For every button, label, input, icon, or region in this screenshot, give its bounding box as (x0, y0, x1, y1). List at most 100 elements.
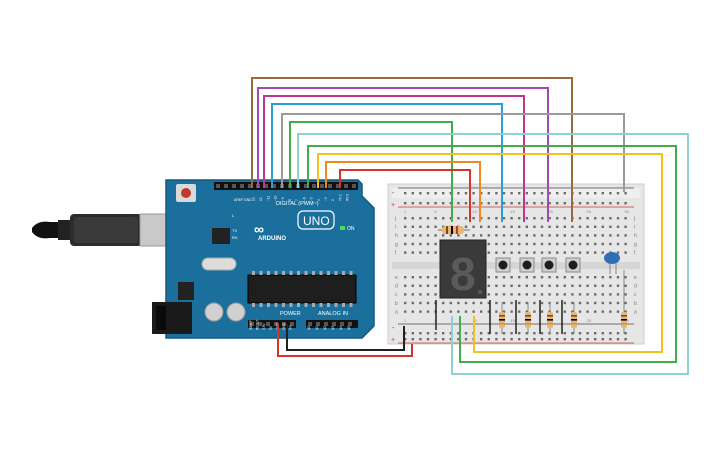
breadboard-hole[interactable] (578, 251, 582, 254)
breadboard-hole[interactable] (457, 332, 460, 335)
breadboard-hole[interactable] (578, 276, 582, 279)
breadboard-hole[interactable] (495, 310, 498, 313)
breadboard-hole[interactable] (601, 242, 604, 246)
wire-teal[interactable] (297, 133, 689, 375)
breadboard-hole[interactable] (502, 310, 506, 313)
breadboard-hole[interactable] (502, 217, 506, 220)
breadboard-hole[interactable] (540, 251, 544, 254)
breadboard-hole[interactable] (404, 284, 407, 287)
breadboard-hole[interactable] (487, 192, 490, 195)
breadboard-hole[interactable] (411, 242, 414, 246)
breadboard-hole[interactable] (533, 293, 536, 296)
breadboard-hole[interactable] (502, 251, 506, 254)
breadboard-hole[interactable] (502, 225, 506, 228)
breadboard-hole[interactable] (434, 217, 437, 220)
breadboard-hole[interactable] (556, 301, 559, 305)
breadboard-hole[interactable] (571, 251, 574, 254)
breadboard-hole[interactable] (419, 225, 422, 228)
breadboard-hole[interactable] (495, 251, 498, 254)
breadboard-hole[interactable] (586, 234, 589, 237)
breadboard-hole[interactable] (442, 192, 445, 195)
breadboard-hole[interactable] (449, 301, 452, 305)
breadboard-hole[interactable] (578, 242, 582, 246)
breadboard-hole[interactable] (616, 225, 620, 228)
breadboard-hole[interactable] (426, 338, 430, 341)
header-pin[interactable] (258, 322, 262, 326)
breadboard-hole[interactable] (556, 192, 559, 195)
wire-red-power[interactable] (277, 324, 413, 357)
breadboard-hole[interactable] (472, 202, 475, 205)
breadboard-hole[interactable] (434, 251, 437, 254)
breadboard-hole[interactable] (525, 293, 528, 296)
breadboard-hole[interactable] (601, 293, 604, 296)
wire-magenta[interactable] (263, 95, 525, 222)
breadboard-hole[interactable] (616, 301, 620, 305)
breadboard-hole[interactable] (472, 225, 475, 228)
breadboard-hole[interactable] (464, 225, 468, 228)
breadboard-hole[interactable] (442, 234, 445, 237)
header-pin[interactable] (248, 184, 252, 188)
breadboard-hole[interactable] (426, 293, 430, 296)
breadboard-hole[interactable] (601, 276, 604, 279)
breadboard-hole[interactable] (533, 284, 536, 287)
breadboard-hole[interactable] (601, 192, 604, 195)
breadboard-hole[interactable] (411, 192, 414, 195)
header-pin[interactable] (240, 184, 244, 188)
breadboard-hole[interactable] (487, 242, 490, 246)
breadboard-hole[interactable] (533, 225, 536, 228)
breadboard-hole[interactable] (426, 301, 430, 305)
breadboard-hole[interactable] (518, 234, 521, 237)
breadboard-hole[interactable] (404, 310, 407, 313)
breadboard-hole[interactable] (609, 338, 612, 341)
breadboard-hole[interactable] (449, 202, 452, 205)
breadboard-hole[interactable] (464, 234, 468, 237)
breadboard-hole[interactable] (594, 217, 597, 220)
breadboard-hole[interactable] (502, 192, 506, 195)
usb-cable-icon[interactable] (32, 213, 177, 247)
breadboard-hole[interactable] (594, 284, 597, 287)
breadboard-hole[interactable] (518, 310, 521, 313)
header-pin[interactable] (232, 184, 236, 188)
breadboard-hole[interactable] (556, 242, 559, 246)
breadboard-hole[interactable] (533, 276, 536, 279)
led-icon[interactable] (604, 252, 620, 274)
seven-segment-display-icon[interactable]: 8 (439, 239, 487, 300)
breadboard-hole[interactable] (556, 217, 559, 220)
breadboard-hole[interactable] (472, 217, 475, 220)
breadboard-hole[interactable] (404, 332, 407, 335)
breadboard-hole[interactable] (457, 338, 460, 341)
breadboard-hole[interactable] (616, 338, 620, 341)
wire-blue[interactable] (271, 103, 503, 222)
digital-header[interactable] (214, 182, 358, 190)
breadboard-hole[interactable] (502, 301, 506, 305)
breadboard-hole[interactable] (518, 225, 521, 228)
breadboard-hole[interactable] (419, 251, 422, 254)
breadboard-hole[interactable] (510, 234, 513, 237)
breadboard-hole[interactable] (411, 217, 414, 220)
header-pin[interactable] (352, 184, 356, 188)
breadboard-hole[interactable] (411, 234, 414, 237)
breadboard-hole[interactable] (434, 284, 437, 287)
resistor-icon[interactable] (525, 302, 531, 334)
breadboard-hole[interactable] (404, 338, 407, 341)
breadboard-hole[interactable] (624, 202, 627, 205)
breadboard-hole[interactable] (624, 251, 627, 254)
breadboard-hole[interactable] (540, 301, 544, 305)
breadboard-hole[interactable] (624, 242, 627, 246)
breadboard-hole[interactable] (419, 242, 422, 246)
breadboard-hole[interactable] (464, 217, 468, 220)
breadboard-hole[interactable] (419, 276, 422, 279)
header-pin[interactable] (224, 184, 228, 188)
breadboard-hole[interactable] (609, 225, 612, 228)
breadboard-hole[interactable] (548, 225, 551, 228)
breadboard-hole[interactable] (411, 332, 414, 335)
breadboard-hole[interactable] (480, 310, 483, 313)
breadboard-hole[interactable] (518, 284, 521, 287)
breadboard-hole[interactable] (518, 301, 521, 305)
breadboard-hole[interactable] (525, 276, 528, 279)
header-pin[interactable] (250, 322, 254, 326)
breadboard-hole[interactable] (601, 301, 604, 305)
breadboard-hole[interactable] (548, 251, 551, 254)
breadboard-hole[interactable] (609, 293, 612, 296)
breadboard-hole[interactable] (411, 310, 414, 313)
